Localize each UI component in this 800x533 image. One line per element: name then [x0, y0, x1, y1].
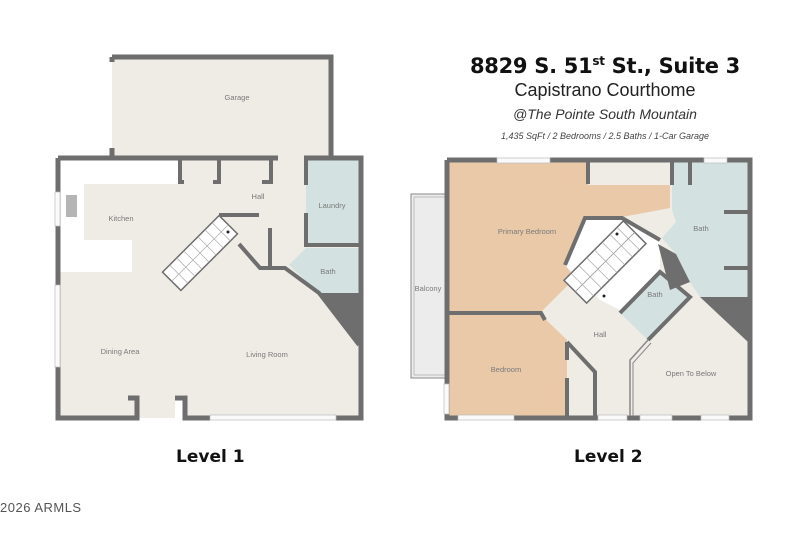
level-1-label: Level 1 — [176, 447, 245, 467]
level-1-plan: Garage Kitchen Hall Laundry Bath Dining … — [54, 54, 364, 421]
property-specs: 1,435 SqFt / 2 Bedrooms / 2.5 Baths / 1-… — [500, 131, 710, 141]
laundry-room — [306, 160, 359, 245]
stairs-l1 — [161, 214, 239, 292]
label-kitchen: Kitchen — [108, 214, 133, 223]
label-hall-l2: Hall — [594, 330, 607, 339]
label-balcony: Balcony — [415, 284, 442, 293]
address-number: 8829 S. 51 — [469, 54, 593, 78]
label-hall-l1: Hall — [252, 192, 265, 201]
label-garage: Garage — [224, 93, 249, 102]
label-laundry: Laundry — [318, 201, 345, 210]
label-living: Living Room — [246, 350, 288, 359]
label-bath-hall: Bath — [647, 290, 662, 299]
bath-room-l1 — [289, 248, 359, 293]
balcony — [410, 193, 450, 379]
level-2-plan: Primary Bedroom Bath Balcony Bath Hall B… — [410, 157, 753, 421]
label-dining: Dining Area — [101, 347, 141, 356]
primary-bedroom — [449, 162, 670, 312]
garage-room — [112, 57, 331, 160]
address-rest: St., Suite 3 — [604, 54, 741, 78]
address-superscript: st — [592, 54, 605, 68]
bath-primary — [662, 162, 748, 297]
stairs-l2 — [562, 219, 648, 305]
label-primary-bedroom: Primary Bedroom — [498, 227, 556, 236]
label-bath-l1: Bath — [320, 267, 335, 276]
label-bath-primary: Bath — [693, 224, 708, 233]
label-open-to-below: Open To Below — [666, 369, 717, 378]
copyright-watermark: 2026 ARMLS — [0, 500, 82, 515]
community-name: Capistrano Courthome — [514, 80, 696, 100]
level-2-label: Level 2 — [574, 447, 643, 467]
subdivision-name: @The Pointe South Mountain — [513, 106, 697, 122]
level1-floor — [58, 158, 361, 418]
label-bedroom: Bedroom — [491, 365, 521, 374]
property-address: 8829 S. 51st St., Suite 3 — [430, 54, 780, 78]
bedroom — [449, 315, 567, 416]
